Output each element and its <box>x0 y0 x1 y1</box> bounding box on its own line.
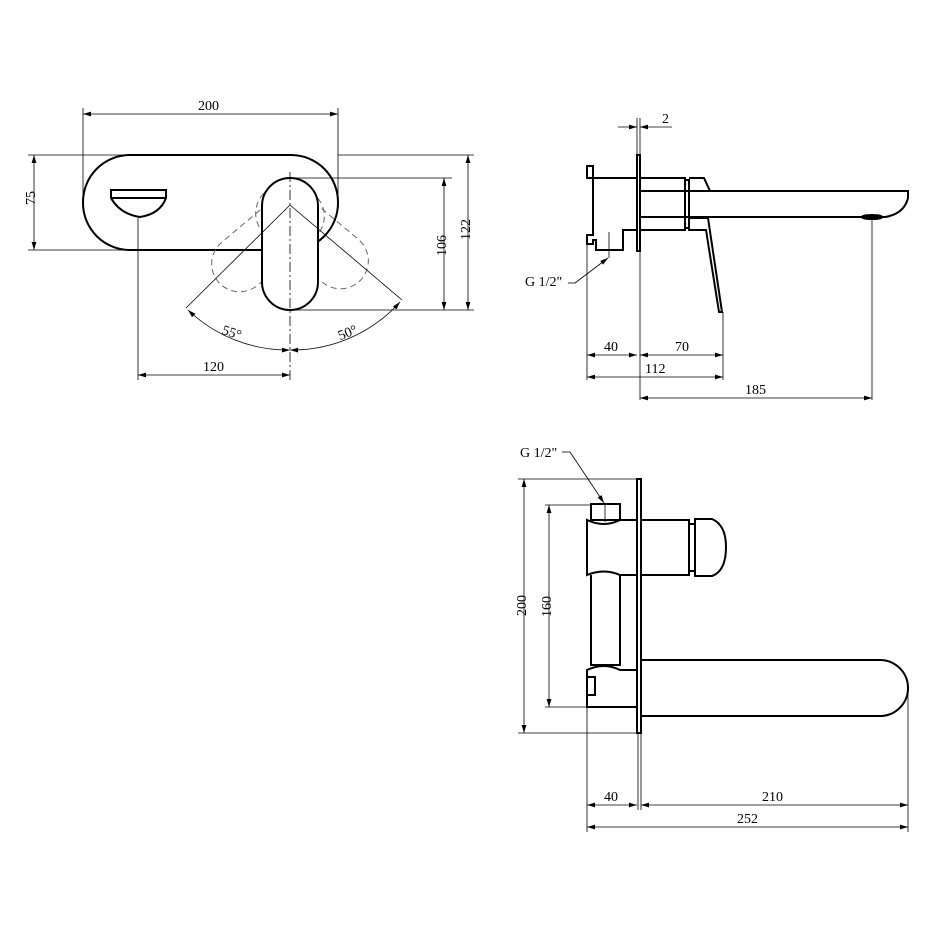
angle-right-label: 50° <box>336 323 360 344</box>
dim-spout-reach: 185 <box>745 383 766 398</box>
dim-spout-offset: 120 <box>203 360 224 375</box>
dim-inlet-spacing: 160 <box>540 596 555 617</box>
front-view: 55° 50° 200 75 106 122 120 <box>24 99 474 382</box>
dim-height: 75 <box>24 191 39 205</box>
dim-total-height: 122 <box>459 219 474 240</box>
dim-width: 200 <box>198 99 219 114</box>
dim-plate: 2 <box>662 112 669 127</box>
dim-total-to-handle: 112 <box>645 362 665 377</box>
dim-spout-length: 210 <box>762 790 783 805</box>
dim-handle-height: 106 <box>435 235 450 256</box>
dim-plate-height: 200 <box>515 595 530 616</box>
dim-body-depth: 40 <box>604 340 618 355</box>
angle-left-label: 55° <box>220 323 243 343</box>
side-view: G 1/2" 2 40 70 112 185 <box>525 112 909 401</box>
spout-outlet <box>110 189 167 219</box>
dim-handle-reach: 70 <box>675 340 689 355</box>
top-spout <box>641 659 909 717</box>
top-view: G 1/2" 200 160 40 210 252 <box>515 446 909 832</box>
side-handle-lever <box>688 217 724 313</box>
dim-total-length: 252 <box>737 812 758 827</box>
top-wall-plate <box>636 478 642 734</box>
dim-top-body-depth: 40 <box>604 790 618 805</box>
top-thread-label: G 1/2" <box>520 446 557 461</box>
wall-plate <box>82 154 339 251</box>
side-thread-label: G 1/2" <box>525 275 562 290</box>
top-handle-cap <box>694 518 728 577</box>
